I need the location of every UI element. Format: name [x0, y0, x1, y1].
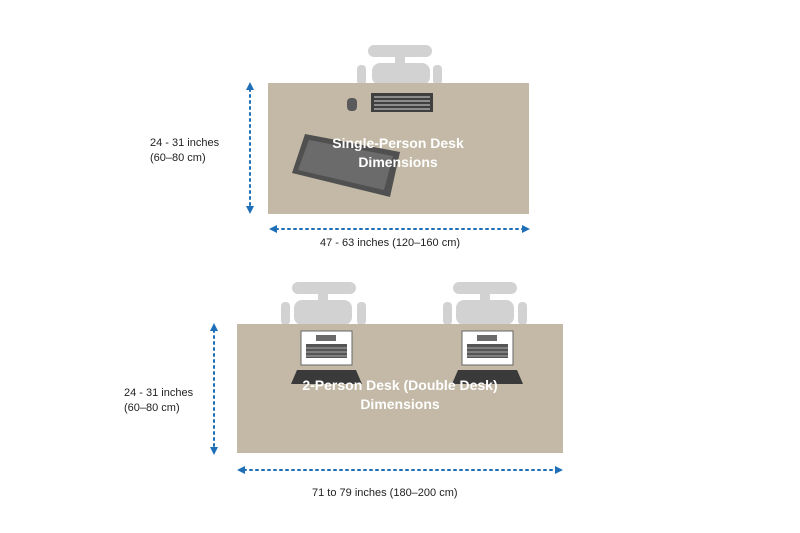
single-desk-depth-label: 24 - 31 inches (60–80 cm)	[150, 136, 219, 166]
double-desk-title-line2: Dimensions	[360, 396, 440, 412]
single-desk-title: Single-Person Desk Dimensions	[298, 134, 498, 172]
double-depth-line2: (60–80 cm)	[124, 402, 180, 414]
double-desk-title-line1: 2-Person Desk (Double Desk)	[302, 377, 498, 393]
double-desk-depth-label: 24 - 31 inches (60–80 cm)	[124, 386, 193, 416]
single-desk-width-label: 47 - 63 inches (120–160 cm)	[320, 237, 461, 249]
double-desk-title: 2-Person Desk (Double Desk) Dimensions	[250, 376, 550, 414]
double-depth-line1: 24 - 31 inches	[124, 387, 194, 399]
single-depth-line2: (60–80 cm)	[150, 152, 206, 164]
single-desk-title-line2: Dimensions	[358, 154, 438, 170]
single-desk-title-line1: Single-Person Desk	[332, 135, 464, 151]
single-depth-line1: 24 - 31 inches	[150, 137, 220, 149]
double-desk-width-label: 71 to 79 inches (180–200 cm)	[312, 487, 458, 499]
